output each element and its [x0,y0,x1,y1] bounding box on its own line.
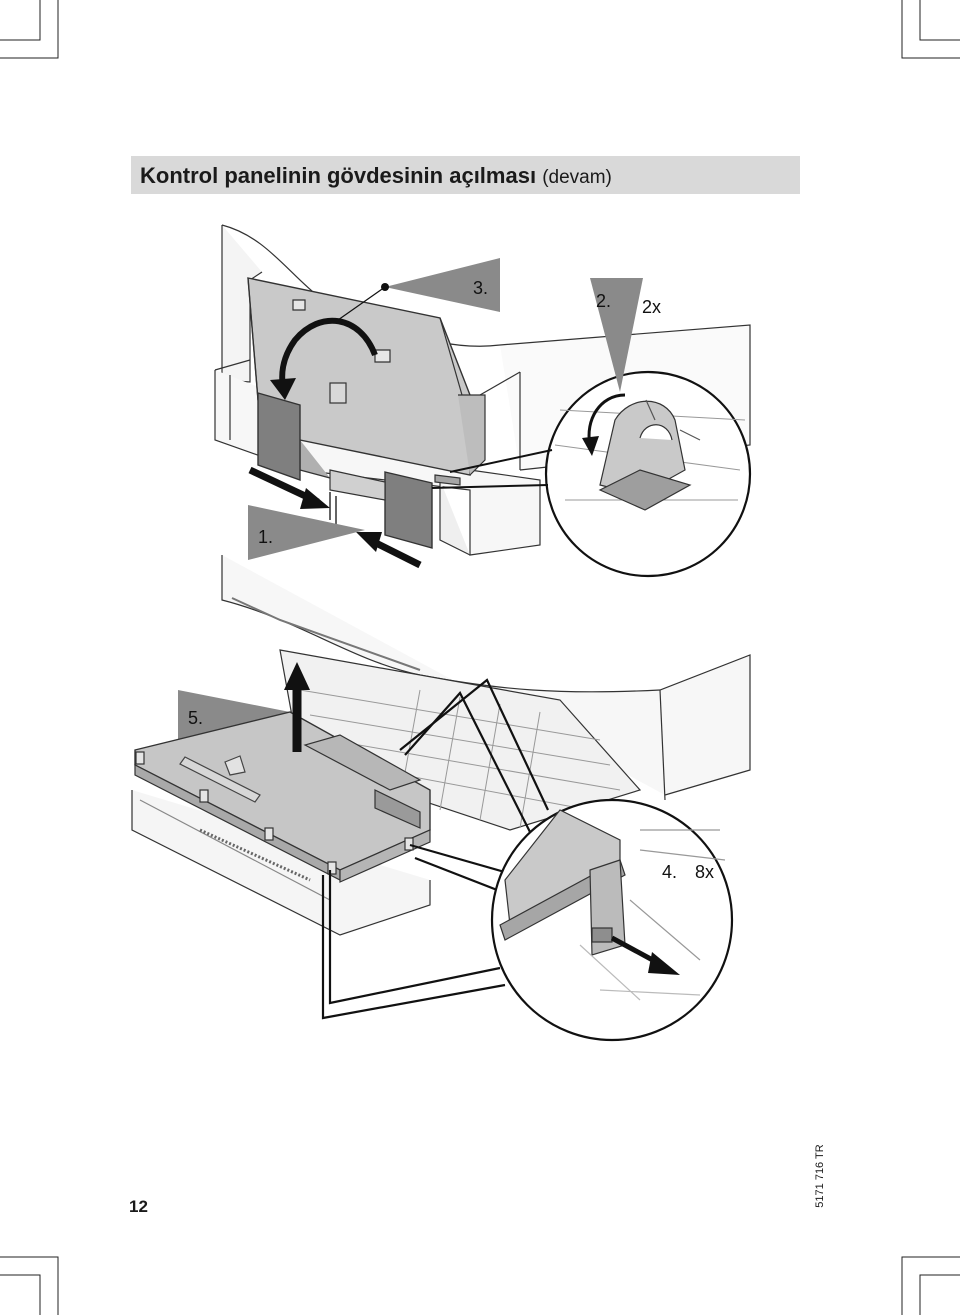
right-side-panel [384,471,433,549]
crop-mark-bottom-right [919,1274,960,1315]
title-text: Kontrol panelinin gövdesinin açılması [140,163,537,188]
step-2-count: 2x [642,297,661,317]
left-side-panel [257,392,301,481]
step-2-label: 2. [596,291,611,311]
crop-mark-top-left-outer [0,0,59,59]
crop-mark-top-right [919,0,960,41]
detail-circle-top [431,370,752,578]
crop-mark-top-right-outer [901,0,960,59]
pointer-step1 [248,505,365,560]
pointer-step2 [590,278,643,392]
rotate-arrow-step3 [279,317,378,393]
pointer-step5 [178,690,290,745]
callout-lines [321,678,549,1020]
lower-view [131,555,751,936]
step-4-label: 4. [662,862,677,882]
step-1-label: 1. [258,527,273,547]
crop-mark-bottom-right-outer [901,1256,960,1315]
step-3-label: 3. [473,278,488,298]
section-title-bar: Kontrol panelinin gövdesinin açılması (d… [131,156,800,194]
pointer-step3 [385,258,500,312]
step-5-label: 5. [188,708,203,728]
housing-latch [329,382,347,404]
crop-mark-bottom-left-outer [0,1256,59,1315]
page-number: 12 [129,1197,148,1216]
step-4-count: 8x [695,862,714,882]
section-title: Kontrol panelinin gövdesinin açılması (d… [140,163,612,189]
crop-mark-top-left [0,0,41,41]
title-suffix: (devam) [542,167,612,188]
crop-mark-bottom-left [0,1274,41,1315]
document-code: 5171 716 TR [814,1144,826,1208]
detail-circle-bottom [490,798,734,1042]
